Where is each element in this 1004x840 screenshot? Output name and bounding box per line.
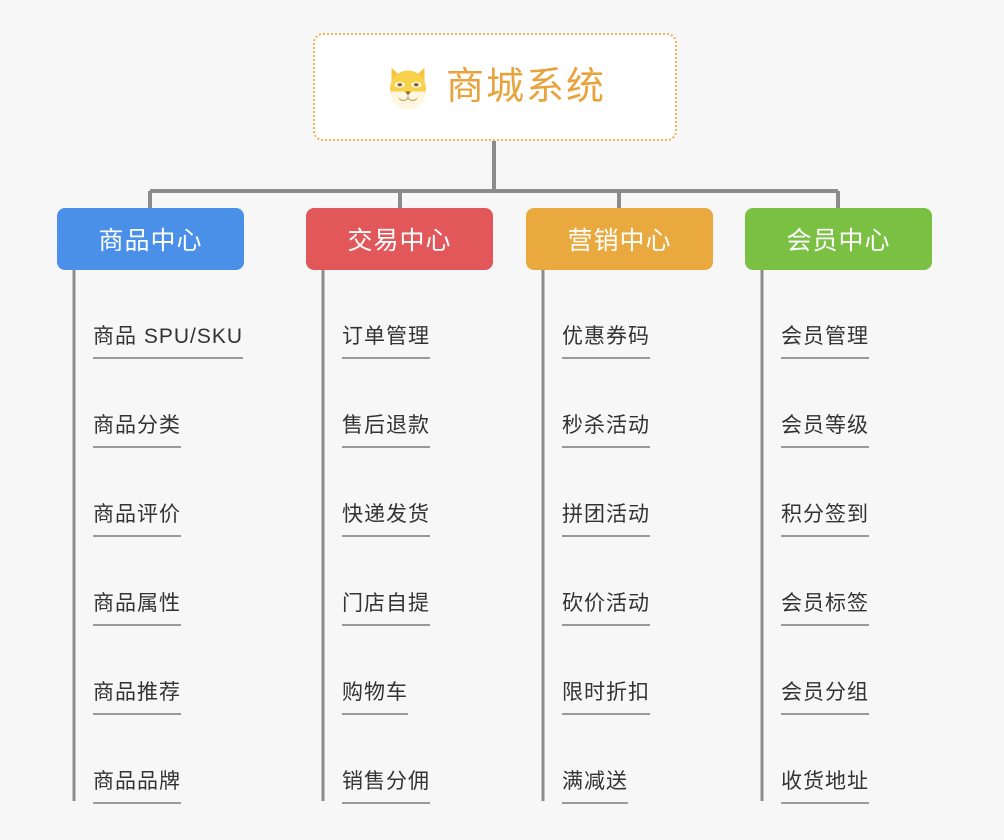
leaf-item[interactable]: 门店自提: [322, 537, 493, 626]
leaf-item[interactable]: 商品品牌: [73, 715, 244, 804]
category-column-marketing: 营销中心 优惠券码 秒杀活动 拼团活动 砍价活动 限时折扣 满减送: [526, 208, 713, 804]
category-column-trade: 交易中心 订单管理 售后退款 快递发货 门店自提 购物车 销售分佣: [306, 208, 493, 804]
leaf-item[interactable]: 秒杀活动: [542, 359, 713, 448]
leaf-item-label: 秒杀活动: [562, 415, 650, 448]
category-head-label: 交易中心: [347, 227, 452, 255]
leaf-item-label: 会员管理: [781, 326, 869, 359]
leaf-item[interactable]: 积分签到: [761, 448, 932, 537]
leaf-item[interactable]: 砍价活动: [542, 537, 713, 626]
leaf-item[interactable]: 会员管理: [761, 270, 932, 359]
leaf-item-label: 商品分类: [93, 415, 181, 448]
leaf-item-label: 优惠券码: [562, 326, 650, 359]
leaf-item-label: 销售分佣: [342, 771, 430, 804]
leaf-item-label: 会员等级: [781, 415, 869, 448]
leaf-item-label: 积分签到: [781, 504, 869, 537]
leaf-item[interactable]: 商品分类: [73, 359, 244, 448]
leaf-item[interactable]: 会员标签: [761, 537, 932, 626]
root-node[interactable]: 商城系统: [313, 33, 677, 141]
leaf-item-label: 收货地址: [781, 771, 869, 804]
category-column-member: 会员中心 会员管理 会员等级 积分签到 会员标签 会员分组 收货地址: [745, 208, 932, 804]
leaf-item[interactable]: 销售分佣: [322, 715, 493, 804]
category-head-product[interactable]: 商品中心: [57, 208, 244, 270]
category-head-label: 商品中心: [98, 227, 203, 255]
root-title: 商城系统: [445, 66, 606, 108]
leaf-item-label: 满减送: [562, 771, 628, 804]
leaf-list-product: 商品 SPU/SKU 商品分类 商品评价 商品属性 商品推荐 商品品牌: [57, 270, 244, 804]
leaf-item[interactable]: 订单管理: [322, 270, 493, 359]
leaf-item[interactable]: 会员等级: [761, 359, 932, 448]
leaf-item[interactable]: 收货地址: [761, 715, 932, 804]
leaf-item-label: 限时折扣: [562, 682, 650, 715]
leaf-item-label: 商品属性: [93, 593, 181, 626]
leaf-item-label: 会员标签: [781, 593, 869, 626]
leaf-item[interactable]: 购物车: [322, 626, 493, 715]
category-head-trade[interactable]: 交易中心: [306, 208, 493, 270]
leaf-item-label: 会员分组: [781, 682, 869, 715]
category-head-label: 营销中心: [567, 227, 672, 255]
leaf-list-member: 会员管理 会员等级 积分签到 会员标签 会员分组 收货地址: [745, 270, 932, 804]
shiba-inu-dog-face-icon: [389, 67, 426, 110]
leaf-item[interactable]: 商品属性: [73, 537, 244, 626]
leaf-item-label: 快递发货: [342, 504, 430, 537]
leaf-item[interactable]: 售后退款: [322, 359, 493, 448]
leaf-list-marketing: 优惠券码 秒杀活动 拼团活动 砍价活动 限时折扣 满减送: [526, 270, 713, 804]
leaf-item-label: 购物车: [342, 682, 408, 715]
leaf-item-label: 拼团活动: [562, 504, 650, 537]
leaf-item[interactable]: 优惠券码: [542, 270, 713, 359]
category-head-label: 会员中心: [786, 227, 891, 255]
leaf-item[interactable]: 商品推荐: [73, 626, 244, 715]
category-column-product: 商品中心 商品 SPU/SKU 商品分类 商品评价 商品属性 商品推荐 商品品牌: [57, 208, 244, 804]
leaf-item[interactable]: 会员分组: [761, 626, 932, 715]
leaf-item[interactable]: 满减送: [542, 715, 713, 804]
leaf-item[interactable]: 限时折扣: [542, 626, 713, 715]
leaf-item-label: 商品品牌: [93, 771, 181, 804]
category-head-member[interactable]: 会员中心: [745, 208, 932, 270]
leaf-item-label: 售后退款: [342, 415, 430, 448]
leaf-item[interactable]: 拼团活动: [542, 448, 713, 537]
leaf-item-label: 商品评价: [93, 504, 181, 537]
leaf-list-trade: 订单管理 售后退款 快递发货 门店自提 购物车 销售分佣: [306, 270, 493, 804]
leaf-item-label: 商品 SPU/SKU: [93, 326, 244, 359]
leaf-item-label: 砍价活动: [562, 593, 650, 626]
leaf-item[interactable]: 商品 SPU/SKU: [73, 270, 244, 359]
leaf-item[interactable]: 商品评价: [73, 448, 244, 537]
leaf-item[interactable]: 快递发货: [322, 448, 493, 537]
category-head-marketing[interactable]: 营销中心: [526, 208, 713, 270]
leaf-item-label: 门店自提: [342, 593, 430, 626]
leaf-item-label: 订单管理: [342, 326, 430, 359]
leaf-item-label: 商品推荐: [93, 682, 181, 715]
